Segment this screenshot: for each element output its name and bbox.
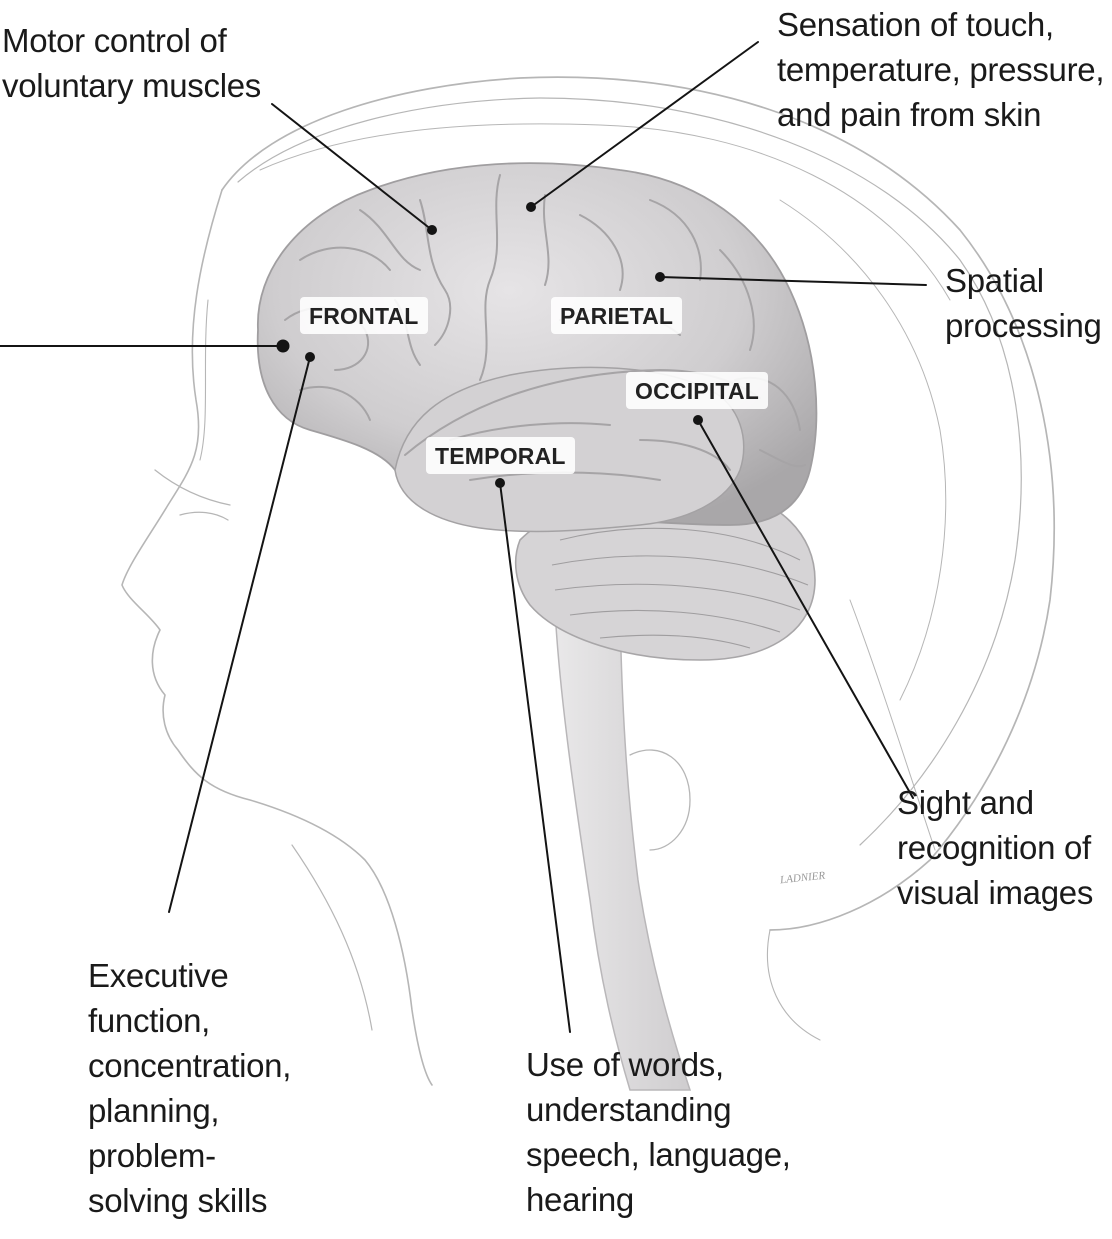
neck-back [767, 930, 820, 1040]
brainstem [555, 610, 690, 1090]
label-temporal: TEMPORAL [426, 437, 575, 474]
caption-spatial-processing: Spatial processing [945, 258, 1102, 348]
eyebrow [155, 470, 230, 505]
leader-dot-sensation [526, 202, 536, 212]
label-parietal: PARIETAL [551, 297, 682, 334]
label-frontal: FRONTAL [300, 297, 428, 334]
neck-front [292, 845, 372, 1030]
caption-use-of-words: Use of words, understanding speech, lang… [526, 1042, 791, 1222]
caption-sight: Sight and recognition of visual images [897, 780, 1093, 915]
ear [630, 750, 690, 850]
leader-line-executive [169, 357, 310, 912]
eye [180, 512, 228, 520]
leader-dot-words [495, 478, 505, 488]
leader-dot-spatial [655, 272, 665, 282]
caption-sensation: Sensation of touch, temperature, pressur… [777, 2, 1104, 137]
leader-dot-executive [305, 352, 315, 362]
caption-executive-function: Executive function, concentration, plann… [88, 953, 291, 1223]
label-occipital: OCCIPITAL [626, 372, 768, 409]
leader-dot-frontal-edge [277, 340, 290, 353]
leader-dot-motor [427, 225, 437, 235]
face-profile-inner [200, 300, 208, 460]
leader-dot-sight [693, 415, 703, 425]
caption-motor-control: Motor control of voluntary muscles [2, 18, 261, 108]
